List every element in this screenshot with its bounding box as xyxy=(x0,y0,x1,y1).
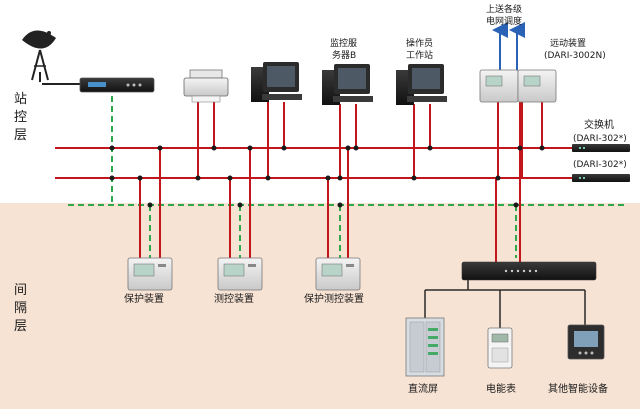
switch-1-icon xyxy=(572,144,630,152)
dc-panel-cabinet-icon xyxy=(405,317,445,377)
other-smart-device-label: 其他智能设备 xyxy=(548,382,608,395)
dispatch-arrows xyxy=(492,22,525,70)
remote-terminal-icon xyxy=(479,69,557,103)
protection-measure-control-device-icon xyxy=(315,257,361,291)
dispatch-label-line2: 电网调度 xyxy=(486,15,522,27)
energy-meter-icon xyxy=(487,327,513,369)
field-bus-links xyxy=(424,280,586,328)
monitor-server-label-line2: 务器B xyxy=(332,49,356,61)
switch-2-model: (DARI-302*) xyxy=(573,160,627,170)
junction-dots xyxy=(109,145,545,208)
dc-panel-label: 直流屏 xyxy=(408,382,438,395)
measure-control-device-icon xyxy=(217,257,263,291)
smart-device-icon xyxy=(567,324,605,360)
measure-control-device-label: 测控装置 xyxy=(214,292,254,305)
bay-layer-char-3: 层 xyxy=(14,319,27,334)
station-layer-char-1: 站 xyxy=(14,92,27,107)
monitor-server-b-icon xyxy=(322,64,373,105)
device-links xyxy=(139,100,543,262)
operator-workstation-icon xyxy=(396,64,447,105)
station-layer-char-3: 层 xyxy=(14,128,27,143)
dispatch-label-line1: 上送各级 xyxy=(486,3,522,15)
protection-device-label: 保护装置 xyxy=(124,292,164,305)
time-sync-device-icon xyxy=(79,77,155,93)
bay-layer-char-1: 间 xyxy=(14,283,27,298)
remote-device-label-line2: (DARI-3002N) xyxy=(544,51,606,61)
protection-device-icon xyxy=(127,257,173,291)
operator-label-line2: 工作站 xyxy=(406,49,433,61)
satellite-dish-icon xyxy=(22,30,80,85)
workstation-icon xyxy=(251,62,302,102)
remote-device-label-line1: 远动装置 xyxy=(550,37,586,49)
bay-layer-char-2: 隔 xyxy=(14,301,27,316)
station-layer-char-2: 控 xyxy=(14,110,27,125)
protection-measure-control-device-label: 保护测控装置 xyxy=(304,292,364,305)
monitor-server-label-line1: 监控服 xyxy=(330,37,357,49)
printer-icon xyxy=(183,69,229,103)
communication-manager-icon xyxy=(461,261,597,281)
operator-label-line1: 操作员 xyxy=(406,37,433,49)
switch-title: 交换机 xyxy=(584,118,614,131)
ethernet-bus xyxy=(55,147,572,179)
switch-2-icon xyxy=(572,174,630,182)
switch-1-model: (DARI-302*) xyxy=(573,134,627,144)
energy-meter-label: 电能表 xyxy=(486,382,516,395)
bay-layer-background xyxy=(0,203,640,409)
